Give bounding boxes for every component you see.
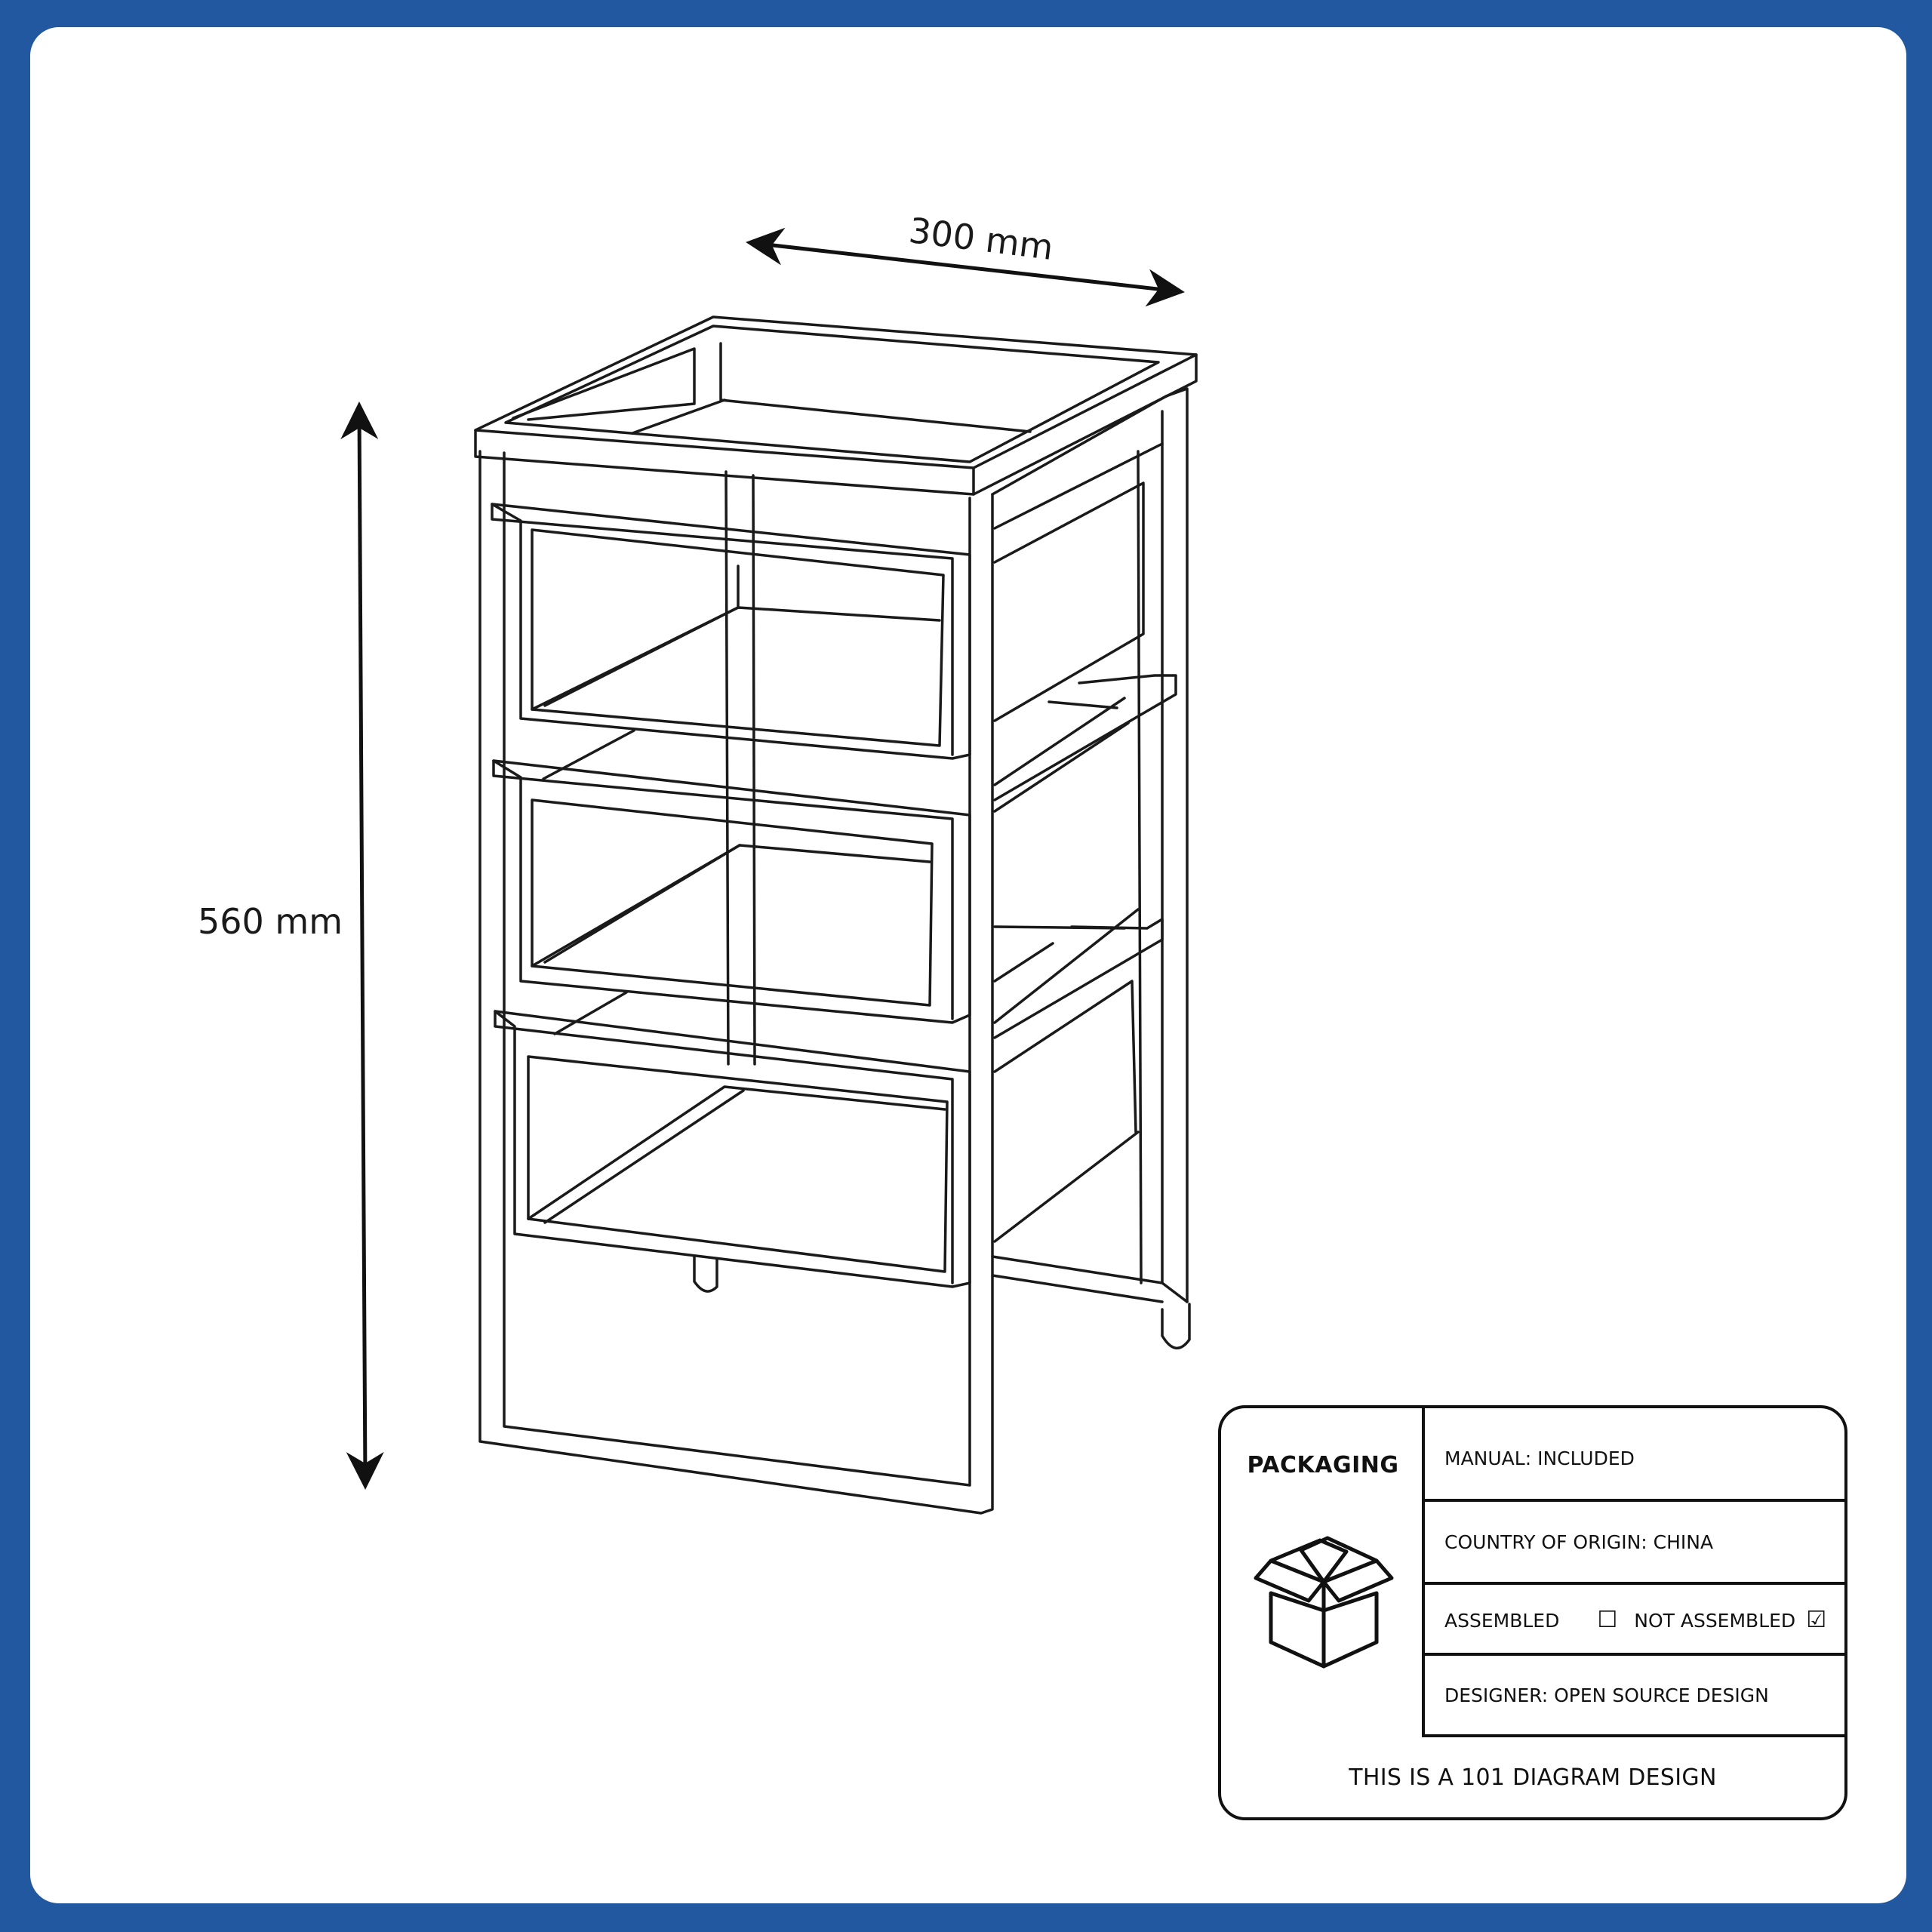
not-assembled-label: NOT ASSEMBLED — [1634, 1609, 1796, 1632]
packaging-heading: PACKAGING — [1247, 1452, 1399, 1478]
drawer-top — [491, 442, 1177, 813]
designer-text: DESIGNER: OPEN SOURCE DESIGN — [1444, 1684, 1769, 1706]
packaging-left-cell: PACKAGING — [1221, 1408, 1425, 1737]
top-tray — [474, 315, 1198, 496]
assembled-option[interactable]: ASSEMBLED ☐ — [1444, 1609, 1617, 1632]
manual-text: MANUAL: INCLUDED — [1444, 1447, 1635, 1469]
packaging-info-box: PACKAGING MANUAL: INCLUDED COUNTRY OF OR… — [1218, 1405, 1847, 1820]
not-assembled-option[interactable]: NOT ASSEMBLED ☑ — [1634, 1609, 1826, 1632]
footer-text: THIS IS A 101 DIAGRAM DESIGN — [1349, 1764, 1717, 1791]
drawer-bottom — [494, 980, 1140, 1288]
packaging-footer: THIS IS A 101 DIAGRAM DESIGN — [1221, 1737, 1844, 1817]
height-dimension-label: 560 mm — [198, 901, 343, 942]
manual-row: MANUAL: INCLUDED — [1425, 1408, 1844, 1502]
open-box-icon — [1254, 1536, 1394, 1669]
assembled-label: ASSEMBLED — [1444, 1609, 1560, 1632]
not-assembled-checkbox[interactable]: ☑ — [1806, 1607, 1827, 1633]
assembled-checkbox[interactable]: ☐ — [1597, 1607, 1618, 1633]
drawer-cabinet-illustration — [474, 315, 1198, 1515]
cabinet-frame — [478, 387, 1191, 1515]
origin-text: COUNTRY OF ORIGIN: CHINA — [1444, 1531, 1714, 1553]
assembly-row: ASSEMBLED ☐ NOT ASSEMBLED ☑ — [1425, 1585, 1844, 1656]
designer-row: DESIGNER: OPEN SOURCE DESIGN — [1425, 1656, 1844, 1737]
origin-row: COUNTRY OF ORIGIN: CHINA — [1425, 1502, 1844, 1585]
width-dimension-arrow — [746, 227, 1185, 307]
drawer-middle — [492, 729, 1164, 1039]
height-dimension-arrow — [340, 401, 384, 1490]
